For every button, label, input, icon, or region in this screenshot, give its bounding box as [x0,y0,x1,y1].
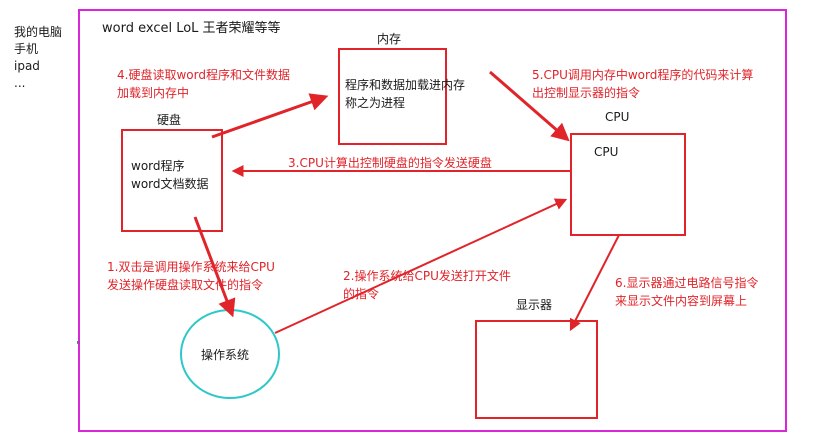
stray-mark: " [76,339,82,352]
disk-title: 硬盘 [157,113,182,127]
arrow-cpu-to-display [569,234,620,332]
display-box [475,320,598,419]
cpu-title-outer: CPU [605,110,630,124]
memory-box [338,48,447,145]
device-item: ipad [14,59,40,73]
device-item: 我的电脑 [14,25,63,39]
step-4-line1: 4.硬盘读取word程序和文件数据 [117,68,290,82]
device-item: ... [14,76,26,90]
disk-content-line2: word文档数据 [131,177,209,191]
device-list: 我的电脑 手机 ipad ... [14,24,62,92]
step-2-line2: 的指令 [343,287,380,301]
arrow-disk-to-os [193,216,236,318]
arrow-disk-to-memory [211,93,329,139]
step-4-line2: 加载到内存中 [117,86,190,100]
display-title: 显示器 [516,298,553,312]
step-1-line1: 1.双击是调用操作系统来给CPU [107,260,275,274]
step-6-line1: 6.显示器通过电路信号指令 [615,276,759,290]
step-1-line2: 发送操作硬盘读取文件的指令 [107,278,264,292]
disk-content-line1: word程序 [131,159,185,173]
device-item: 手机 [14,42,39,56]
cpu-title-inner: CPU [594,145,619,159]
arrow-memory-to-cpu [489,70,570,142]
step-2-line1: 2.操作系统给CPU发送打开文件 [343,269,511,283]
cpu-box [570,133,686,236]
disk-box [121,129,223,232]
step-5-line1: 5.CPU调用内存中word程序的代码来计算 [532,68,754,82]
step-6-line2: 来显示文件内容到屏幕上 [615,294,748,308]
os-label: 操作系统 [201,348,250,362]
step-5-line2: 出控制显示器的指令 [532,86,641,100]
step-3: 3.CPU计算出控制硬盘的指令发送硬盘 [288,156,492,170]
memory-content-line2: 称之为进程 [345,96,406,110]
arrow-os-to-cpu [274,198,568,334]
memory-title: 内存 [377,32,402,46]
outer-frame [78,9,787,432]
memory-content-line1: 程序和数据加载进内存 [345,78,466,92]
apps-heading: word excel LoL 王者荣耀等等 [102,21,281,36]
